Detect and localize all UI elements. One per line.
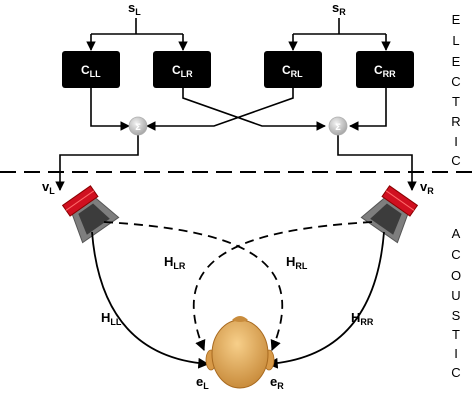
filter-label-CLL: CLL [81, 63, 101, 79]
filter-box-CRR: CRR [356, 51, 414, 88]
path-label-HRR: HRR [351, 310, 374, 327]
electric-letter: I [454, 134, 458, 149]
acoustic-letter: C [451, 247, 460, 262]
speaker-label-vR: vR [420, 179, 434, 196]
summer-right: Σ [328, 116, 348, 136]
acoustic-letter: U [451, 288, 460, 303]
listener-head-icon [205, 316, 275, 389]
input-label-sR: sR [332, 0, 346, 17]
acoustic-paths [91, 221, 385, 369]
filter-box-CLL: CLL [62, 51, 120, 88]
acoustic-letter: S [452, 308, 461, 323]
acoustic-letter: O [451, 268, 461, 283]
path-label-HRL: HRL [286, 254, 308, 271]
electric-letter: T [452, 94, 460, 109]
filter-box-CLR: CLR [153, 51, 211, 88]
filter-box-CRL: CRL [264, 51, 322, 88]
acoustic-section-label: A C O U S T I C [451, 226, 461, 380]
filter-label-CLR: CLR [172, 63, 193, 79]
speaker-right-icon [360, 185, 419, 244]
electric-letter: L [452, 33, 459, 48]
path-HLR [103, 221, 284, 351]
acoustic-letter: C [451, 365, 460, 380]
acoustic-letter: A [452, 226, 461, 241]
ear-label-eL: eL [196, 374, 209, 391]
electric-letter: E [452, 54, 461, 69]
summer-right-symbol: Σ [335, 123, 341, 133]
ear-label-eR: eR [270, 374, 284, 391]
path-label-HLL: HLL [101, 310, 122, 327]
summer-left: Σ [128, 116, 148, 136]
acoustic-letter: I [454, 346, 458, 361]
electric-letter: E [452, 12, 461, 27]
filter-label-CRR: CRR [374, 63, 396, 79]
summer-left-symbol: Σ [135, 123, 141, 133]
filter-routing-lines [55, 88, 417, 191]
input-label-sL: sL [128, 0, 141, 17]
speaker-left-icon [61, 185, 120, 244]
speaker-label-vL: vL [42, 179, 55, 196]
path-HRR [266, 231, 385, 369]
path-HRL [192, 221, 373, 351]
input-split-lines [86, 18, 391, 51]
path-label-HLR: HLR [164, 254, 186, 271]
electric-letter: C [451, 74, 460, 89]
electric-section-label: E L E C T R I C [451, 12, 460, 168]
path-HLL [91, 231, 210, 369]
filter-label-CRL: CRL [282, 63, 303, 79]
electric-letter: R [451, 114, 460, 129]
electric-letter: C [451, 153, 460, 168]
acoustic-letter: T [452, 327, 460, 342]
